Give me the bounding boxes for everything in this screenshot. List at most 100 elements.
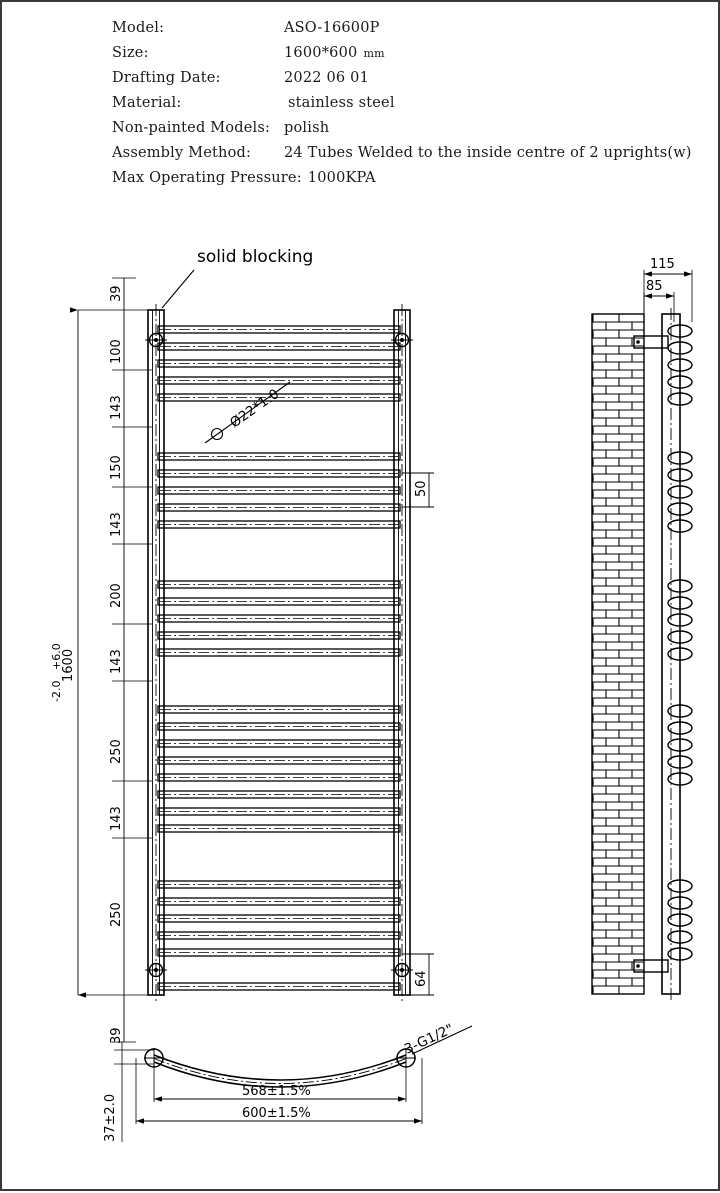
tube-section (667, 947, 693, 961)
rung (157, 376, 401, 385)
tube-section (667, 721, 693, 735)
spec-value-size: 1600*600 (284, 45, 358, 61)
rung (157, 503, 401, 512)
tube-section (667, 358, 693, 372)
mounting-hole-top-right (391, 332, 413, 348)
dim-top-offset: 39 (109, 285, 124, 302)
tube-section-group (667, 324, 693, 961)
mounting-hole-bottom-right (391, 962, 413, 978)
spec-row-max-pressure: Max Operating Pressure: 1000KPA (112, 170, 712, 195)
tube-section (667, 392, 693, 406)
spec-value-max-pressure: 1000KPA (307, 170, 376, 186)
rung (157, 773, 401, 782)
dim-segment-2: 150 (109, 455, 124, 480)
tube-section (667, 879, 693, 893)
right-dim-50: 50 (402, 472, 434, 508)
rung (157, 452, 401, 461)
right-dim-64: 64 (402, 953, 434, 996)
spec-row-size: Size: 1600*600 mm (112, 45, 712, 70)
rung (157, 897, 401, 906)
rung (157, 705, 401, 714)
mounting-hole-top-left (145, 332, 167, 348)
tube-section (667, 738, 693, 752)
bottom-dim-depth-label: 37±2.0 (103, 1094, 118, 1142)
thread-spec-label: 3-G1/2" (402, 1021, 456, 1058)
curved-bar (153, 1054, 407, 1088)
dim-segment-0: 100 (109, 339, 124, 364)
tube-section (667, 596, 693, 610)
spec-value-assembly-method: 24 Tubes Welded to the inside centre of … (284, 145, 692, 161)
tube-spec-annotation: Ø22*1.0 (204, 381, 291, 444)
tube-section (667, 755, 693, 769)
dim-segment-3: 143 (109, 512, 124, 537)
solid-blocking-annotation: solid blocking (161, 247, 313, 309)
rung (157, 722, 401, 731)
rung (157, 880, 401, 889)
rung (157, 580, 401, 589)
rung (157, 807, 401, 816)
spec-label-assembly-method: Assembly Method: (112, 145, 252, 161)
front-view: solid blocking Ø22*1.0 50 64 (50, 247, 434, 1044)
dim-segment-4: 200 (109, 583, 124, 608)
tube-section (667, 341, 693, 355)
dim-segment-7: 143 (109, 806, 124, 831)
rung (157, 931, 401, 940)
wall-bracket-top (633, 335, 669, 349)
tube-section (667, 502, 693, 516)
bottom-dim-depth: 37±2.0 (103, 1042, 154, 1142)
tube-section (667, 772, 693, 786)
rung (157, 824, 401, 833)
rung (157, 342, 401, 351)
spec-row-model: Model: ASO-16600P (112, 20, 712, 45)
bottom-view: 3-G1/2" 37±2.0 568±1.5% 600±1 (103, 1021, 473, 1142)
bottom-dim-outer-width: 600±1.5% (135, 1058, 423, 1124)
rung (157, 756, 401, 765)
spec-value-model: ASO-16600P (284, 20, 380, 36)
tube-section (667, 647, 693, 661)
side-upright (661, 308, 681, 1000)
rung-group (157, 325, 401, 991)
spec-label-model: Model: (112, 20, 165, 36)
tube-section (667, 485, 693, 499)
tube-section (667, 630, 693, 644)
mounting-hole-bottom-left (145, 962, 167, 978)
spec-label-non-painted-models: Non-painted Models: (112, 120, 271, 136)
front-dimension-chain: 39 100 143 150 143 200 143 250 143 250 3… (50, 277, 152, 1044)
rung (157, 648, 401, 657)
bottom-dim-inner-width: 568±1.5% (153, 1062, 407, 1102)
side-dim-85: 85 (643, 279, 675, 322)
spec-value-drafting-date: 2022 06 01 (284, 70, 370, 86)
rung (157, 739, 401, 748)
rung (157, 393, 401, 402)
tube-spec-label: Ø22*1.0 (227, 386, 282, 431)
bottom-dim-outer-width-label: 600±1.5% (242, 1106, 311, 1121)
rung (157, 790, 401, 799)
rung (157, 631, 401, 640)
rung (157, 982, 401, 991)
rung (157, 614, 401, 623)
dim-segment-5: 143 (109, 649, 124, 674)
tube-section (667, 519, 693, 533)
tube-section (667, 579, 693, 593)
dim-segment-1: 143 (109, 395, 124, 420)
spec-value-non-painted-models: polish (284, 120, 330, 136)
dim-overall-tol-upper: +6.0 (50, 643, 63, 670)
specification-block: Model: ASO-16600P Size: 1600*600 mm Draf… (112, 20, 712, 195)
spec-label-drafting-date: Drafting Date: (112, 70, 221, 86)
brick-wall (591, 313, 645, 995)
spec-row-non-painted-models: Non-painted Models: polish (112, 120, 712, 145)
rung (157, 948, 401, 957)
spec-unit-size: mm (363, 47, 385, 60)
spec-value-material: stainless steel (288, 95, 395, 111)
tube-section (667, 375, 693, 389)
right-dim-64-label: 64 (414, 970, 429, 987)
rung (157, 597, 401, 606)
dim-segment-8: 250 (109, 902, 124, 927)
spec-label-material: Material: (112, 95, 182, 111)
spec-label-max-pressure: Max Operating Pressure: (112, 170, 302, 186)
side-dim-85-label: 85 (646, 279, 663, 294)
rung (157, 325, 401, 334)
right-dim-50-label: 50 (414, 480, 429, 497)
rung (157, 486, 401, 495)
